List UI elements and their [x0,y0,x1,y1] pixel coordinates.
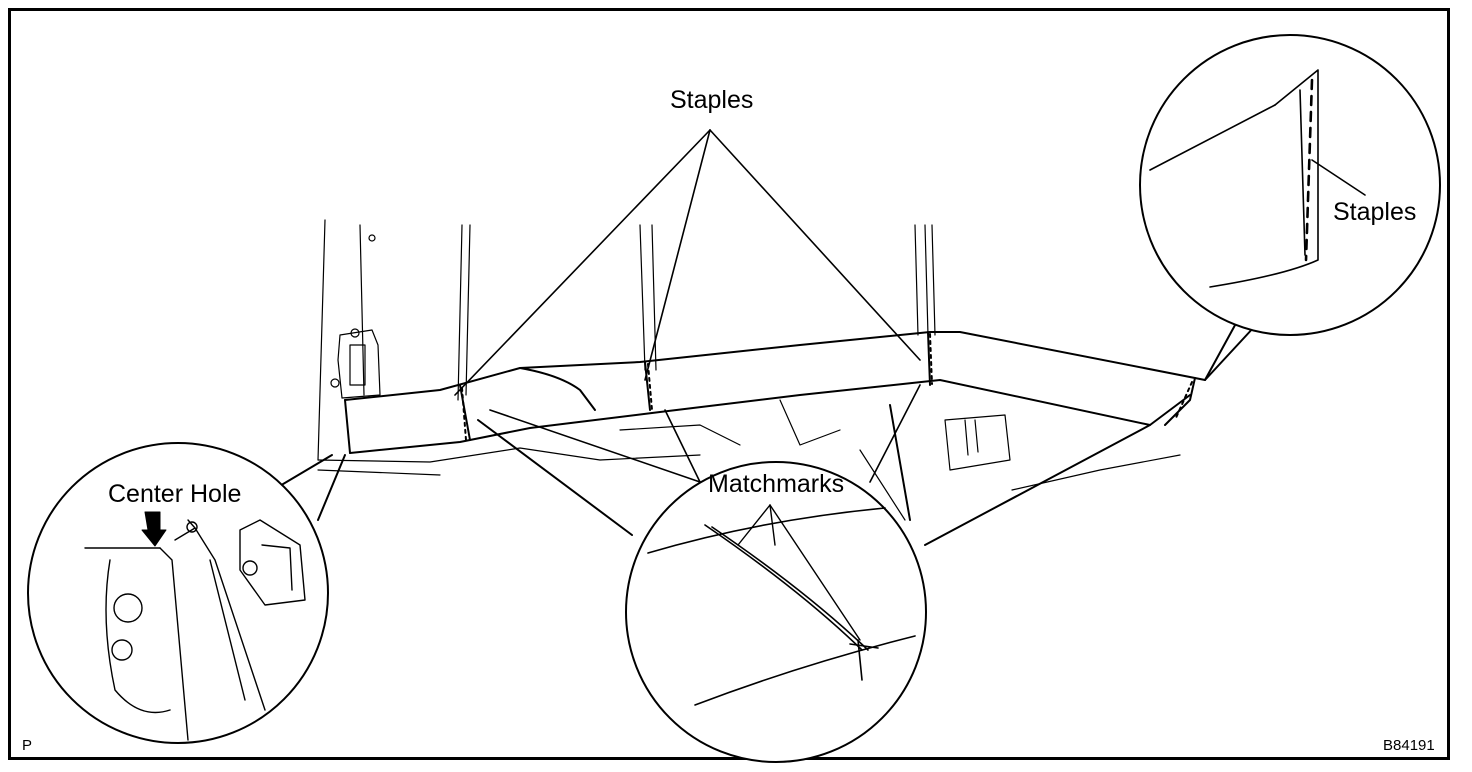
center-hole-detail [27,442,346,744]
staples-label-right: Staples [1333,198,1417,226]
matchmarks-detail [477,404,1151,763]
staples-leaders [454,129,921,396]
trim-strip [344,331,1206,454]
center-hole-label: Center Hole [108,480,242,508]
figure-id: B84191 [1383,737,1435,754]
staples-detail [1139,34,1441,381]
matchmarks-leaders [489,384,921,483]
staples-label-top: Staples [670,86,754,114]
corner-code: P [22,737,33,754]
matchmarks-label: Matchmarks [708,470,845,498]
staple-marks [461,333,1193,441]
